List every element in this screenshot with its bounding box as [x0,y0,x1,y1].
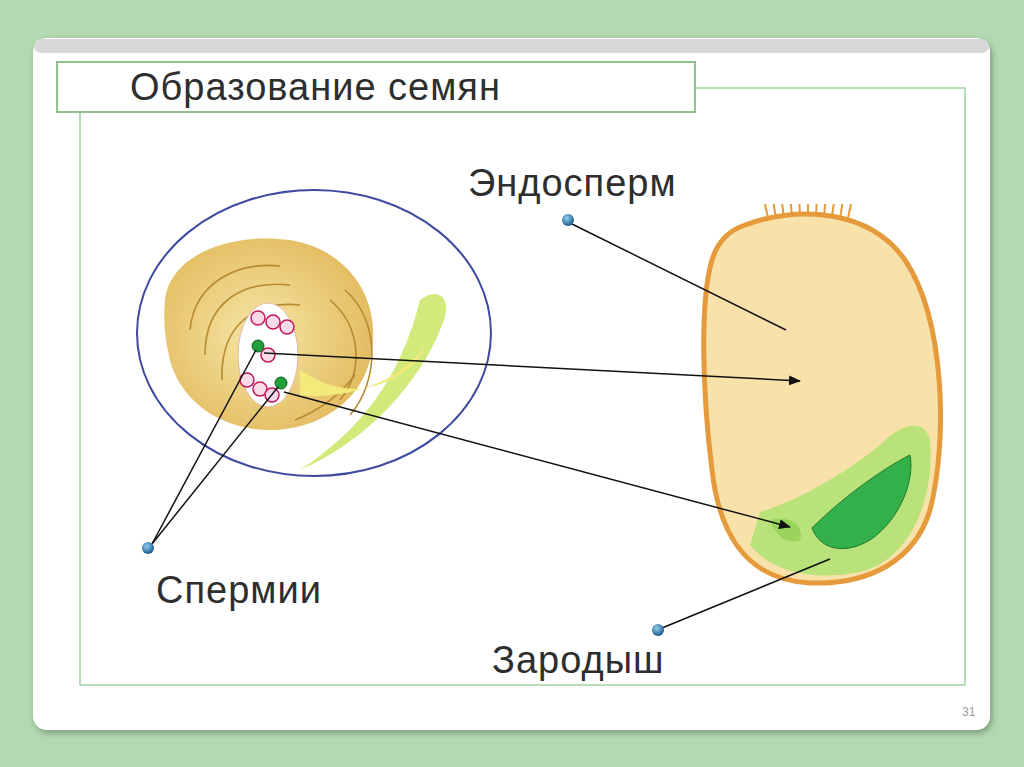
title-box [57,62,695,112]
label-dots [142,214,664,636]
slide-panel [33,38,990,730]
slide-title: Образование семян [130,68,501,106]
leader-lines [152,224,830,628]
seed-drawing [704,204,941,583]
inner-frame [80,88,965,685]
part-label: Зародыш [492,641,665,679]
slide-number: 31 [962,706,975,718]
panel-top-bar [34,39,989,53]
part-label: Эндосперм [468,164,677,202]
part-label: Спермии [156,571,322,609]
